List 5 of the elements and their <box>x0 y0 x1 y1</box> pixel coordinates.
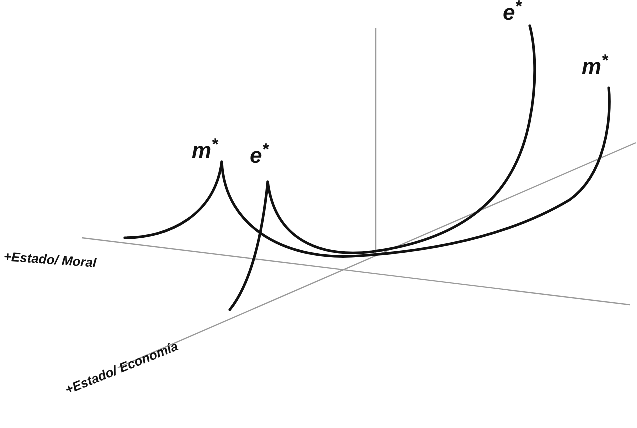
axis-label: +Estado/ Moral <box>4 250 98 270</box>
curve-label: e$^{*}$ <box>250 145 269 167</box>
curve-label: e$^{*}$ <box>503 2 522 24</box>
curve-label: m$^{*}$ <box>582 56 608 78</box>
curve-label: m$^{*}$ <box>192 140 218 162</box>
